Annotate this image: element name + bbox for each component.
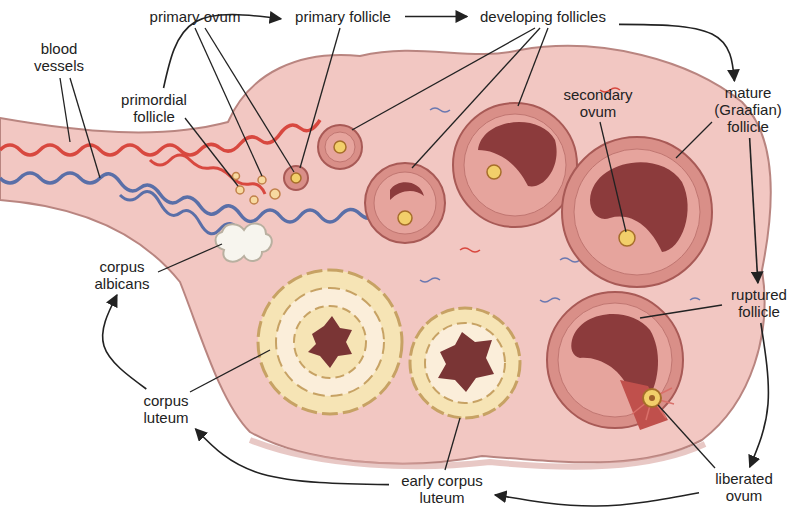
stage-label-node: primordial follicle: [108, 91, 200, 125]
leader-line: [640, 305, 722, 318]
luteal-fold: [425, 323, 505, 403]
leader-line: [185, 118, 238, 186]
stage-label-node: developing follicles: [470, 8, 616, 25]
luteal-cavity: [308, 316, 352, 368]
cycle-arrow: [750, 323, 769, 467]
antrum: [590, 162, 688, 252]
granulosa: [558, 303, 672, 417]
stage-name: corpus luteum: [128, 392, 204, 426]
leader-line: [205, 28, 294, 172]
stage-label-node: mature (Graafian) follicle: [702, 84, 794, 135]
antrum: [390, 182, 424, 200]
leader-line: [158, 244, 222, 272]
stage-label-node: liberated ovum: [702, 470, 786, 504]
stage-name: primary follicle: [284, 8, 402, 25]
granulosa: [574, 149, 700, 275]
granulosa: [464, 114, 566, 216]
stage-name: developing follicles: [470, 8, 616, 25]
cycle-arrow: [495, 493, 699, 506]
leader-line: [195, 28, 262, 176]
early-corpus-luteum: [410, 308, 520, 418]
stage-name: liberated ovum: [702, 470, 786, 504]
primordial-follicle: [250, 196, 258, 204]
primordial-follicle: [233, 173, 240, 180]
liberated-ovum: [643, 389, 661, 407]
antrum: [478, 122, 557, 186]
capillary: [420, 278, 440, 282]
vein: [120, 191, 240, 233]
corpus-albicans: [216, 224, 272, 262]
ovum: [487, 165, 501, 179]
part-label: secondary ovum: [562, 86, 634, 120]
part-label: primary ovum: [140, 8, 250, 25]
developing-follicle: [318, 125, 362, 169]
cycle-arrow: [164, 15, 281, 88]
stage-label-node: early corpus luteum: [392, 472, 492, 506]
primordial-follicles: [233, 173, 281, 205]
artery: [150, 155, 265, 194]
ovum: [291, 173, 301, 183]
leader-line: [676, 122, 712, 158]
developing-follicle: [453, 103, 577, 227]
leader-line: [600, 122, 626, 232]
capillary: [690, 298, 700, 300]
capillary: [430, 108, 450, 112]
cycle-arrow: [750, 138, 758, 283]
luteal-fold: [294, 306, 366, 378]
stage-label-node: corpus albicans: [82, 258, 162, 292]
ovum: [398, 211, 412, 225]
tissue-texture: [420, 88, 700, 302]
leader-lines: [60, 28, 722, 470]
primary-follicle: [284, 166, 308, 190]
granulosa: [374, 172, 436, 234]
leader-line: [190, 350, 270, 392]
cycle-arrow: [196, 429, 389, 485]
rupture-fluid: [620, 380, 668, 430]
luteal-cavity: [438, 332, 494, 392]
vein: [0, 173, 380, 222]
developing-follicle: [365, 163, 445, 243]
cycle-arrow: [103, 295, 147, 389]
ovum: [619, 230, 635, 246]
cycle-arrow: [405, 16, 467, 18]
leader-line: [70, 78, 100, 178]
luteal-fold: [276, 288, 384, 396]
stage-label-node: primary follicle: [284, 8, 402, 25]
granulosa: [325, 132, 355, 162]
part-label: blood vessels: [28, 40, 90, 74]
leader-line: [445, 418, 460, 470]
stage-name: early corpus luteum: [392, 472, 492, 506]
capillary: [460, 248, 480, 252]
stage-label-node: ruptured follicle: [722, 286, 796, 320]
ovum-nucleus: [649, 395, 655, 401]
primordial-follicle: [236, 186, 244, 194]
ovary-body: [0, 46, 771, 464]
leader-line: [300, 28, 340, 168]
leader-line: [658, 405, 715, 468]
primordial-follicle: [258, 176, 266, 184]
stage-name: ruptured follicle: [722, 286, 796, 320]
leader-line: [352, 28, 535, 130]
ovum: [334, 141, 346, 153]
stage-name: mature (Graafian) follicle: [702, 84, 794, 135]
stage-name: primordial follicle: [108, 91, 200, 125]
stage-label-node: corpus luteum: [128, 392, 204, 426]
leader-line: [518, 28, 548, 106]
corpus-luteum: [258, 270, 402, 414]
primordial-follicle: [270, 189, 280, 199]
ovary-shadow: [250, 440, 705, 467]
leader-line: [60, 78, 70, 142]
stage-name: corpus albicans: [82, 258, 162, 292]
capillary: [540, 298, 560, 302]
ruptured-follicle: [547, 292, 683, 428]
cycle-arrow: [619, 24, 734, 81]
mature-follicle: [562, 137, 712, 287]
